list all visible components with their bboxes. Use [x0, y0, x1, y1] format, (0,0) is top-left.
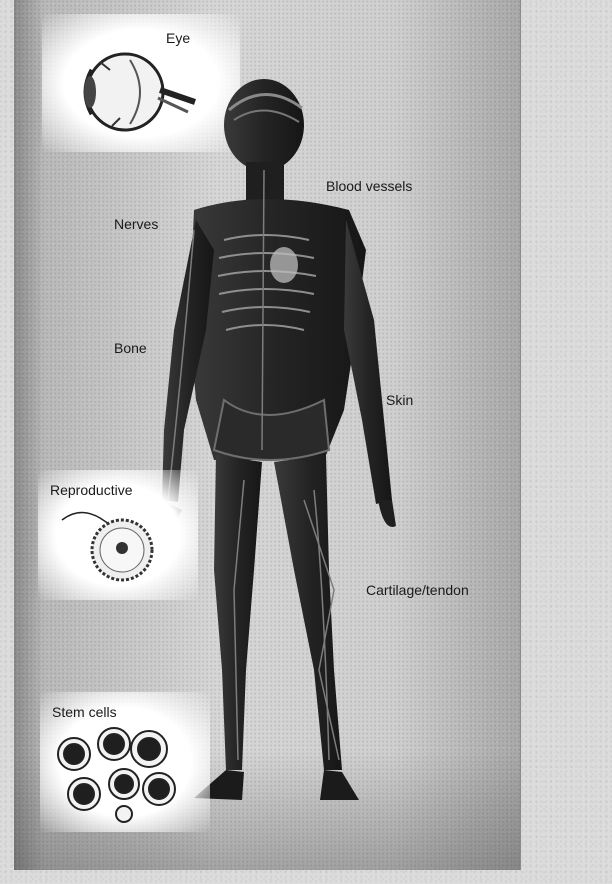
label-stem-cells: Stem cells [52, 704, 117, 720]
label-blood-vessels: Blood vessels [326, 178, 412, 194]
stem-cells-icon [54, 724, 204, 824]
label-eye: Eye [166, 30, 190, 46]
egg-cell-icon [60, 504, 180, 590]
label-bone: Bone [114, 340, 147, 356]
label-skin: Skin [386, 392, 413, 408]
label-reproductive: Reproductive [50, 482, 133, 498]
label-cartilage-tendon: Cartilage/tendon [366, 582, 469, 598]
head [224, 79, 304, 171]
label-nerves: Nerves [114, 216, 158, 232]
illustration-panel: Eye [14, 0, 521, 870]
